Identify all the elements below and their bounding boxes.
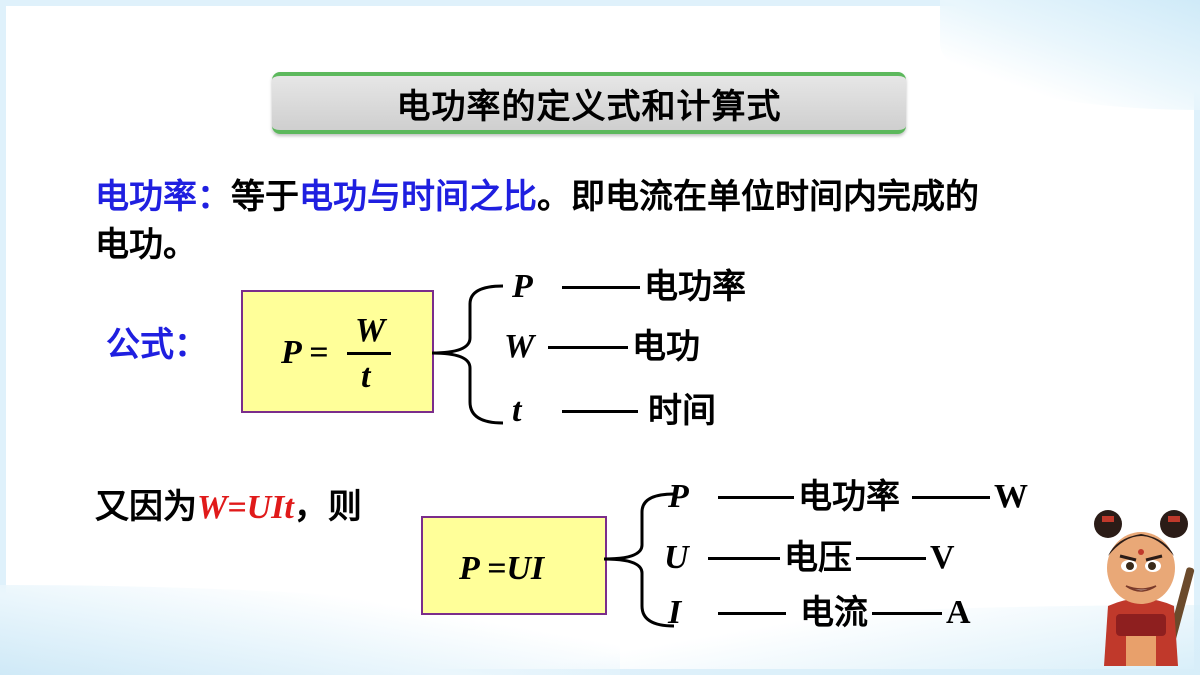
formula1-numerator: W: [355, 312, 386, 349]
definition-part2: 。即电流在单位时间内完成的: [537, 177, 979, 217]
fraction-bar: [347, 352, 391, 355]
definition-part1: 等于: [231, 177, 299, 217]
legend1-row-w: W 电功: [504, 327, 700, 367]
definition-line-1: 电功率：等于电功与时间之比。即电流在单位时间内完成的: [95, 180, 979, 214]
because-line: 又因为W=UIt，则: [95, 487, 362, 527]
brace-icon-1: [431, 284, 504, 425]
slide-title: 电功率的定义式和计算式: [272, 72, 906, 134]
cartoon-character-illustration: [1094, 510, 1195, 666]
formula-box-2: P =UI: [421, 516, 607, 615]
definition-highlight: 电功与时间之比: [299, 177, 537, 217]
formula-box-1: P = W t: [241, 290, 434, 413]
legend2-row-i: I 电流 A: [668, 593, 971, 633]
brace-icon-2: [603, 492, 675, 628]
legend2-row-u: U 电压 V: [664, 538, 955, 578]
equation-w-uit: W=UIt: [197, 489, 294, 526]
formula-label: 公式：: [106, 325, 208, 365]
definition-term: 电功率：: [95, 177, 231, 217]
legend1-row-p: P 电功率: [512, 267, 746, 307]
legend2-row-p: P 电功率 W: [668, 477, 1028, 517]
definition-line-2: 电功。: [95, 225, 197, 265]
legend1-row-t: t 时间: [512, 391, 716, 431]
formula1-denominator: t: [361, 358, 371, 395]
formula1-lhs: P =: [281, 334, 329, 371]
formula2: P =UI: [459, 550, 545, 587]
